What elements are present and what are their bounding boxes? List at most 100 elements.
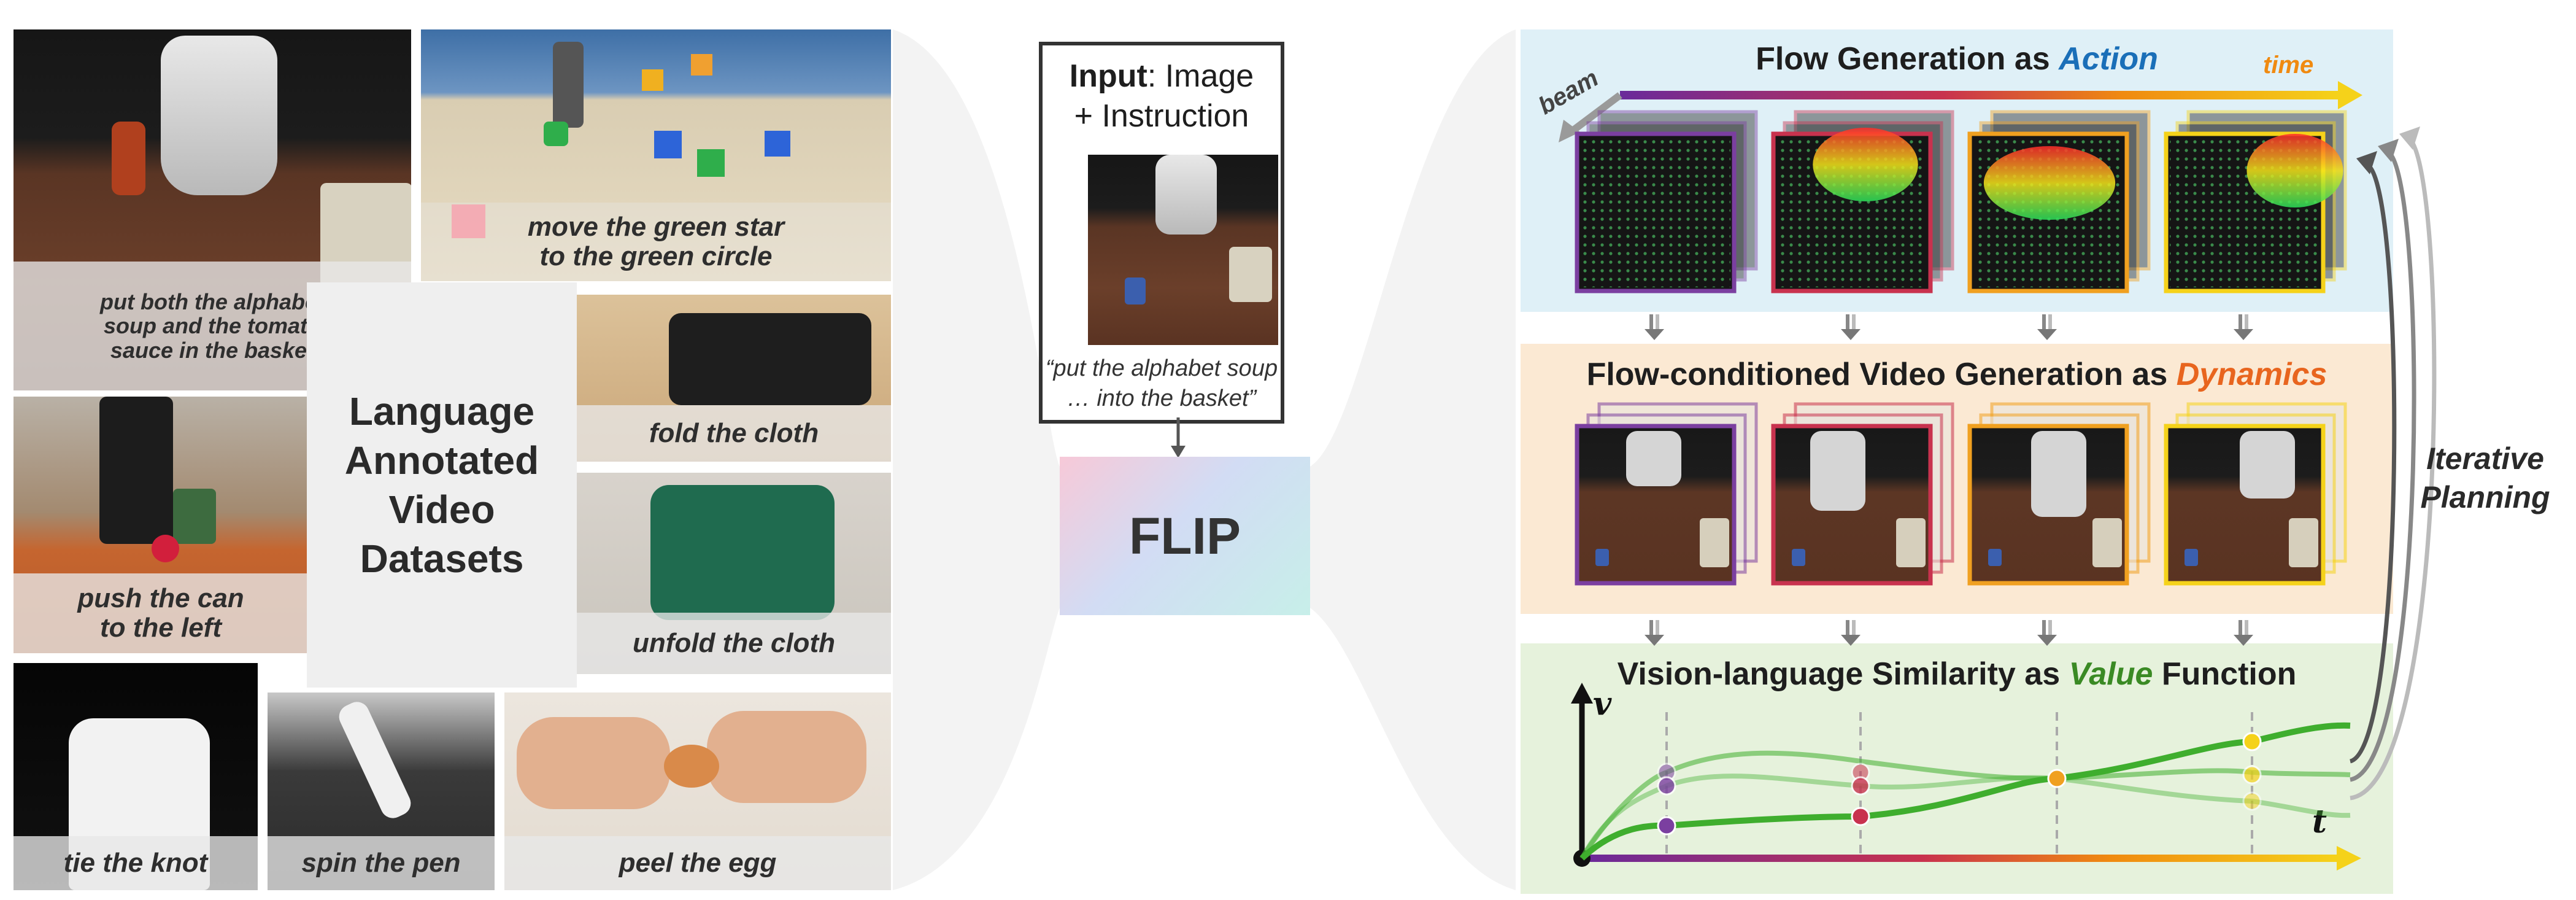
down-arrow-head-2-1 — [1841, 329, 1861, 340]
overlay-content — [1559, 81, 2437, 871]
iterative-line-2: Planning — [2420, 479, 2550, 514]
iterative-arrow-1 — [2349, 164, 2397, 764]
video-basket-3 — [2092, 518, 2122, 567]
tile-move-star: move the green star to the green circle — [421, 29, 891, 281]
down-arrow-head-4-1 — [2234, 329, 2253, 340]
down-arrow-shaft-1-1 — [1649, 314, 1653, 330]
robot-gripper-shape — [99, 397, 173, 544]
down-arrow-head-1-2 — [1645, 635, 1664, 646]
video-robot-2 — [1810, 431, 1865, 511]
input-robot-shape — [1155, 155, 1217, 235]
instruction-line-2: … into the basket” — [1066, 386, 1257, 412]
video-basket-4 — [2289, 518, 2318, 567]
caption-push-can-2: to the left — [100, 613, 222, 643]
video-robot-1 — [1626, 431, 1681, 486]
down-arrow-shaft-2-1 — [1846, 314, 1849, 330]
video-can-4 — [2185, 549, 2198, 566]
tile-put-soup: put both the alphabet soup and the tomat… — [13, 29, 411, 390]
down-arrow-head-3-2 — [2037, 635, 2057, 646]
down-arrow-head-1-1 — [1645, 329, 1664, 340]
down-arrow-head-4-2 — [2234, 635, 2253, 646]
value-curve-main — [1579, 722, 2351, 861]
lang-title-line-2: Annotated — [344, 438, 539, 483]
value-sample-point-8 — [2242, 732, 2262, 751]
value-curve-2 — [1579, 750, 2351, 860]
value-panel-title: Vision-language Similarity as Value Func… — [1521, 656, 2393, 692]
dynamics-title-prefix: Flow-conditioned Video Generation as — [1586, 357, 2177, 392]
input-label-bold: Input — [1069, 58, 1147, 94]
can-shape — [173, 489, 216, 544]
video-can-1 — [1595, 549, 1609, 566]
caption-push-can-1: push the can — [77, 583, 244, 613]
pink-cube-shape — [452, 204, 485, 238]
value-sample-point-5 — [1851, 776, 1870, 796]
down-arrow-shaft-b-3-1 — [2048, 314, 2052, 330]
caption-put-soup-1: put both the alphabet — [100, 289, 325, 314]
caption-put-soup-3: sauce in the basket — [110, 337, 315, 363]
caption-move-star-2: to the green circle — [539, 241, 773, 271]
lang-title-line-4: Datasets — [360, 537, 524, 581]
action-title-prefix: Flow Generation as — [1756, 41, 2059, 77]
lang-title-line-1: Language — [349, 389, 535, 433]
input-label: Input: Image + Instruction — [1043, 56, 1281, 136]
down-arrow-shaft-4-2 — [2239, 620, 2242, 636]
caption-tie-knot: tie the knot — [63, 847, 208, 878]
gripper-shape — [553, 42, 584, 128]
value-sample-point-6 — [1851, 807, 1870, 826]
iterative-planning-label: Iterative Planning — [2412, 440, 2559, 516]
tile-unfold-cloth: unfold the cloth — [577, 473, 891, 674]
robot-arm-shape — [161, 36, 277, 195]
flow-dot-grid-1 — [1581, 138, 1730, 287]
tile-fold-cloth: fold the cloth — [577, 295, 891, 462]
action-panel-title: Flow Generation as Action — [1521, 41, 2393, 77]
iterative-arrow-2 — [2350, 152, 2416, 782]
tile-spin-pen: spin the pen — [268, 692, 495, 890]
value-title-suffix: Function — [2153, 656, 2297, 692]
down-arrow-shaft-b-2-1 — [1852, 314, 1856, 330]
dynamics-title-highlight: Dynamics — [2176, 357, 2327, 392]
down-arrow-shaft-3-2 — [2042, 620, 2046, 636]
beam-axis-arrowhead — [1559, 120, 1580, 142]
video-robot-4 — [2240, 431, 2295, 498]
input-label-line2: + Instruction — [1074, 98, 1249, 134]
dynamics-panel-title: Flow-conditioned Video Generation as Dyn… — [1521, 356, 2393, 393]
value-sample-point-7 — [2047, 769, 2067, 788]
down-arrow-head-2-2 — [1841, 635, 1861, 646]
input-can-shape — [1125, 277, 1146, 305]
time-axis-arrowhead — [2338, 81, 2362, 109]
video-robot-3 — [2031, 431, 2086, 517]
value-sample-point-2 — [1657, 776, 1676, 796]
video-can-2 — [1792, 549, 1805, 566]
input-to-flip-arrow — [1171, 417, 1186, 458]
value-curve-3 — [1579, 774, 2351, 859]
hand-left-shape — [517, 717, 670, 809]
language-annotated-datasets-box: Language Annotated Video Datasets — [307, 282, 577, 688]
flow-blob-3 — [1983, 146, 2116, 220]
value-y-axis-arrowhead — [1571, 683, 1593, 704]
orange-cube-shape — [691, 54, 712, 76]
value-title-prefix: Vision-language Similarity as — [1617, 656, 2069, 692]
lang-title-line-3: Video — [388, 487, 495, 532]
yellow-cube-shape — [642, 69, 663, 91]
down-arrow-shaft-b-3-2 — [2048, 620, 2052, 636]
iterative-line-1: Iterative — [2426, 441, 2544, 476]
blue-cube-shape-2 — [765, 131, 790, 157]
input-label-rest: : Image — [1147, 58, 1254, 94]
down-arrow-shaft-b-4-2 — [2245, 620, 2248, 636]
down-arrow-shaft-1-2 — [1649, 620, 1653, 636]
value-title-highlight: Value — [2069, 656, 2153, 692]
caption-move-star-1: move the green star — [527, 211, 785, 242]
value-x-axis-arrowhead — [2337, 846, 2361, 871]
down-arrow-shaft-3-1 — [2042, 314, 2046, 330]
down-arrow-shaft-b-1-2 — [1656, 620, 1659, 636]
value-sample-point-9 — [2242, 765, 2262, 785]
green-cube-shape — [697, 149, 725, 177]
input-box: Input: Image + Instruction “put the alph… — [1039, 42, 1284, 424]
instruction-line-1: “put the alphabet soup — [1045, 355, 1278, 381]
video-basket-1 — [1700, 518, 1729, 567]
video-can-3 — [1988, 549, 2002, 566]
beam-axis-bar — [1568, 92, 1622, 135]
blue-cube-shape — [654, 131, 682, 158]
